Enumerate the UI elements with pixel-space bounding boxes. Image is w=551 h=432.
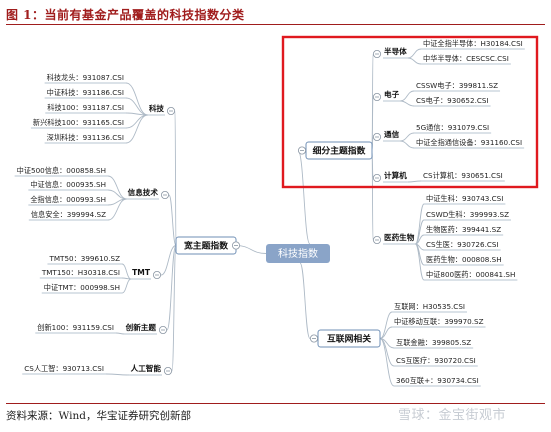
- edge-root-segment: [297, 150, 311, 245]
- edge-internet-0: [379, 311, 393, 339]
- category-segment-2: 通信: [384, 129, 400, 139]
- edge-broad-4: [171, 245, 177, 372]
- edge-broad-3: [166, 245, 177, 331]
- figure-title: 图 1：当前有基金产品覆盖的科技指数分类: [6, 8, 245, 22]
- edge-broad-1-1: [107, 189, 127, 200]
- edge-broad-1-0: [107, 175, 127, 200]
- leaf-item-broad-1-2: 全指信息：000993.SH: [30, 195, 106, 204]
- leaf-item-segment-4-1: CSWD生科：399993.SZ: [426, 210, 509, 219]
- leaf-item-broad-1-1: 中证信息：000935.SH: [30, 180, 106, 189]
- category-broad-1: 信息技术: [128, 187, 159, 197]
- main-node-segment-label: 细分主题指数: [313, 145, 366, 157]
- main-node-segment[interactable]: [305, 141, 373, 160]
- leaf-item-broad-2-2: 中证TMT：000998.SH: [44, 283, 120, 292]
- edge-broad-1: [168, 194, 177, 246]
- category-segment-0: 半导体: [384, 46, 407, 56]
- leaf-item-broad-1-0: 中证500信息：000858.SH: [17, 166, 106, 175]
- edge-broad-0-3: [125, 114, 148, 129]
- leaf-item-broad-0-3: 新兴科技100：931165.CSI: [33, 118, 124, 127]
- edge-internet-4: [379, 338, 395, 387]
- category-segment-4: 医药生物: [384, 232, 415, 242]
- leaf-item-broad-2-1: TMT150：H30318.CSI: [41, 268, 120, 277]
- leaf-item-segment-0-1: 中华半导体：CESCSC.CSI: [423, 54, 509, 63]
- edge-broad-0-1: [125, 97, 148, 116]
- leaf-item-broad-0-4: 深圳科技：931136.CSI: [47, 133, 124, 142]
- root-label: 科技指数: [278, 247, 318, 260]
- leaf-item-broad-2-0: TMT50：399610.SZ: [48, 254, 120, 263]
- leaf-item-internet-2: 互联金融：399805.SZ: [396, 338, 471, 347]
- edge-segment-2-0: [400, 132, 415, 142]
- leaf-item-segment-4-4: 医药生物：000808.SH: [426, 255, 502, 264]
- category-segment-1: 电子: [384, 89, 400, 99]
- edge-broad-0: [174, 110, 177, 246]
- edge-broad-1-3: [107, 198, 127, 221]
- leaf-item-segment-2-1: 中证全指通信设备：931160.CSI: [416, 138, 522, 147]
- leaf-item-internet-4: 360互联+：930734.CSI: [396, 376, 479, 385]
- edge-segment-2-1: [400, 140, 415, 149]
- category-broad-2: TMT: [132, 268, 151, 277]
- leaf-item-segment-4-3: CS生医：930726.CSI: [426, 240, 499, 249]
- leaf-item-segment-0-0: 中证全指半导体：H30184.CSI: [423, 39, 523, 48]
- leaf-item-segment-1-1: CS电子：930652.CSI: [416, 96, 489, 105]
- edge-broad-0-4: [125, 114, 148, 144]
- leaf-item-broad-1-3: 信息安全：399994.SZ: [31, 210, 106, 219]
- edge-segment-1-0: [400, 90, 415, 102]
- footer-rule: [6, 403, 545, 405]
- leaf-item-broad-0-2: 科技100：931187.CSI: [47, 103, 124, 112]
- edge-broad-2-0: [121, 263, 132, 280]
- leaf-item-segment-4-2: 生物医药：399441.SZ: [426, 225, 501, 234]
- edge-broad-2: [160, 245, 177, 276]
- title-rule: [6, 24, 545, 26]
- highlight-box: [281, 35, 539, 189]
- leaf-item-broad-4-0: CS人工智：930713.CSI: [24, 364, 104, 373]
- leaf-item-internet-1: 中证移动互联：399970.SZ: [394, 317, 484, 326]
- edge-segment-4-5: [414, 243, 425, 281]
- leaf-item-segment-1-0: CSSW电子：399811.SZ: [416, 81, 498, 90]
- main-node-internet-label: 互联网相关: [327, 333, 371, 345]
- category-broad-3: 创新主题: [125, 322, 157, 332]
- edge-broad-0-0: [125, 82, 148, 116]
- edge-broad-2-2: [121, 278, 132, 294]
- edge-segment-0-0: [407, 48, 422, 59]
- root-node[interactable]: [266, 244, 330, 263]
- leaf-item-segment-2-0: 5G通信：931079.CSI: [416, 123, 489, 132]
- main-node-internet[interactable]: [317, 329, 381, 348]
- edge-segment-4-0: [414, 203, 425, 245]
- edge-broad-4-0: [105, 373, 130, 376]
- edge-root-internet: [299, 262, 311, 339]
- edge-segment-3-0: [407, 180, 422, 183]
- leaf-item-internet-0: 互联网：H30535.CSI: [394, 302, 465, 311]
- leaf-item-broad-3-0: 创新100：931159.CSI: [37, 323, 114, 332]
- leaf-item-segment-4-0: 中证生科：930743.CSI: [426, 194, 503, 203]
- main-node-broad-label: 宽主题指数: [183, 240, 228, 252]
- category-broad-0: 科技: [149, 103, 165, 113]
- edge-internet-1: [379, 326, 393, 339]
- watermark: 雪球：金宝街观市: [398, 408, 507, 423]
- category-segment-3: 计算机: [384, 170, 407, 180]
- edge-segment-0-1: [407, 57, 422, 65]
- leaf-item-segment-4-5: 中证800医药：000841.SH: [426, 270, 515, 279]
- edge-root-broad: [235, 245, 267, 254]
- leaf-item-internet-3: CS互医疗：930720.CSI: [396, 356, 476, 365]
- leaf-item-broad-0-1: 中证科技：931186.CSI: [47, 88, 124, 97]
- leaf-item-segment-3-0: CS计算机：930651.CSI: [423, 171, 503, 180]
- category-broad-4: 人工智能: [130, 363, 162, 373]
- edge-segment-1-1: [400, 100, 415, 107]
- leaf-item-broad-0-0: 科技龙头：931087.CSI: [47, 73, 124, 82]
- source-note: 资料来源：Wind，华宝证券研究创新部: [6, 410, 191, 422]
- edge-broad-3-0: [115, 332, 125, 335]
